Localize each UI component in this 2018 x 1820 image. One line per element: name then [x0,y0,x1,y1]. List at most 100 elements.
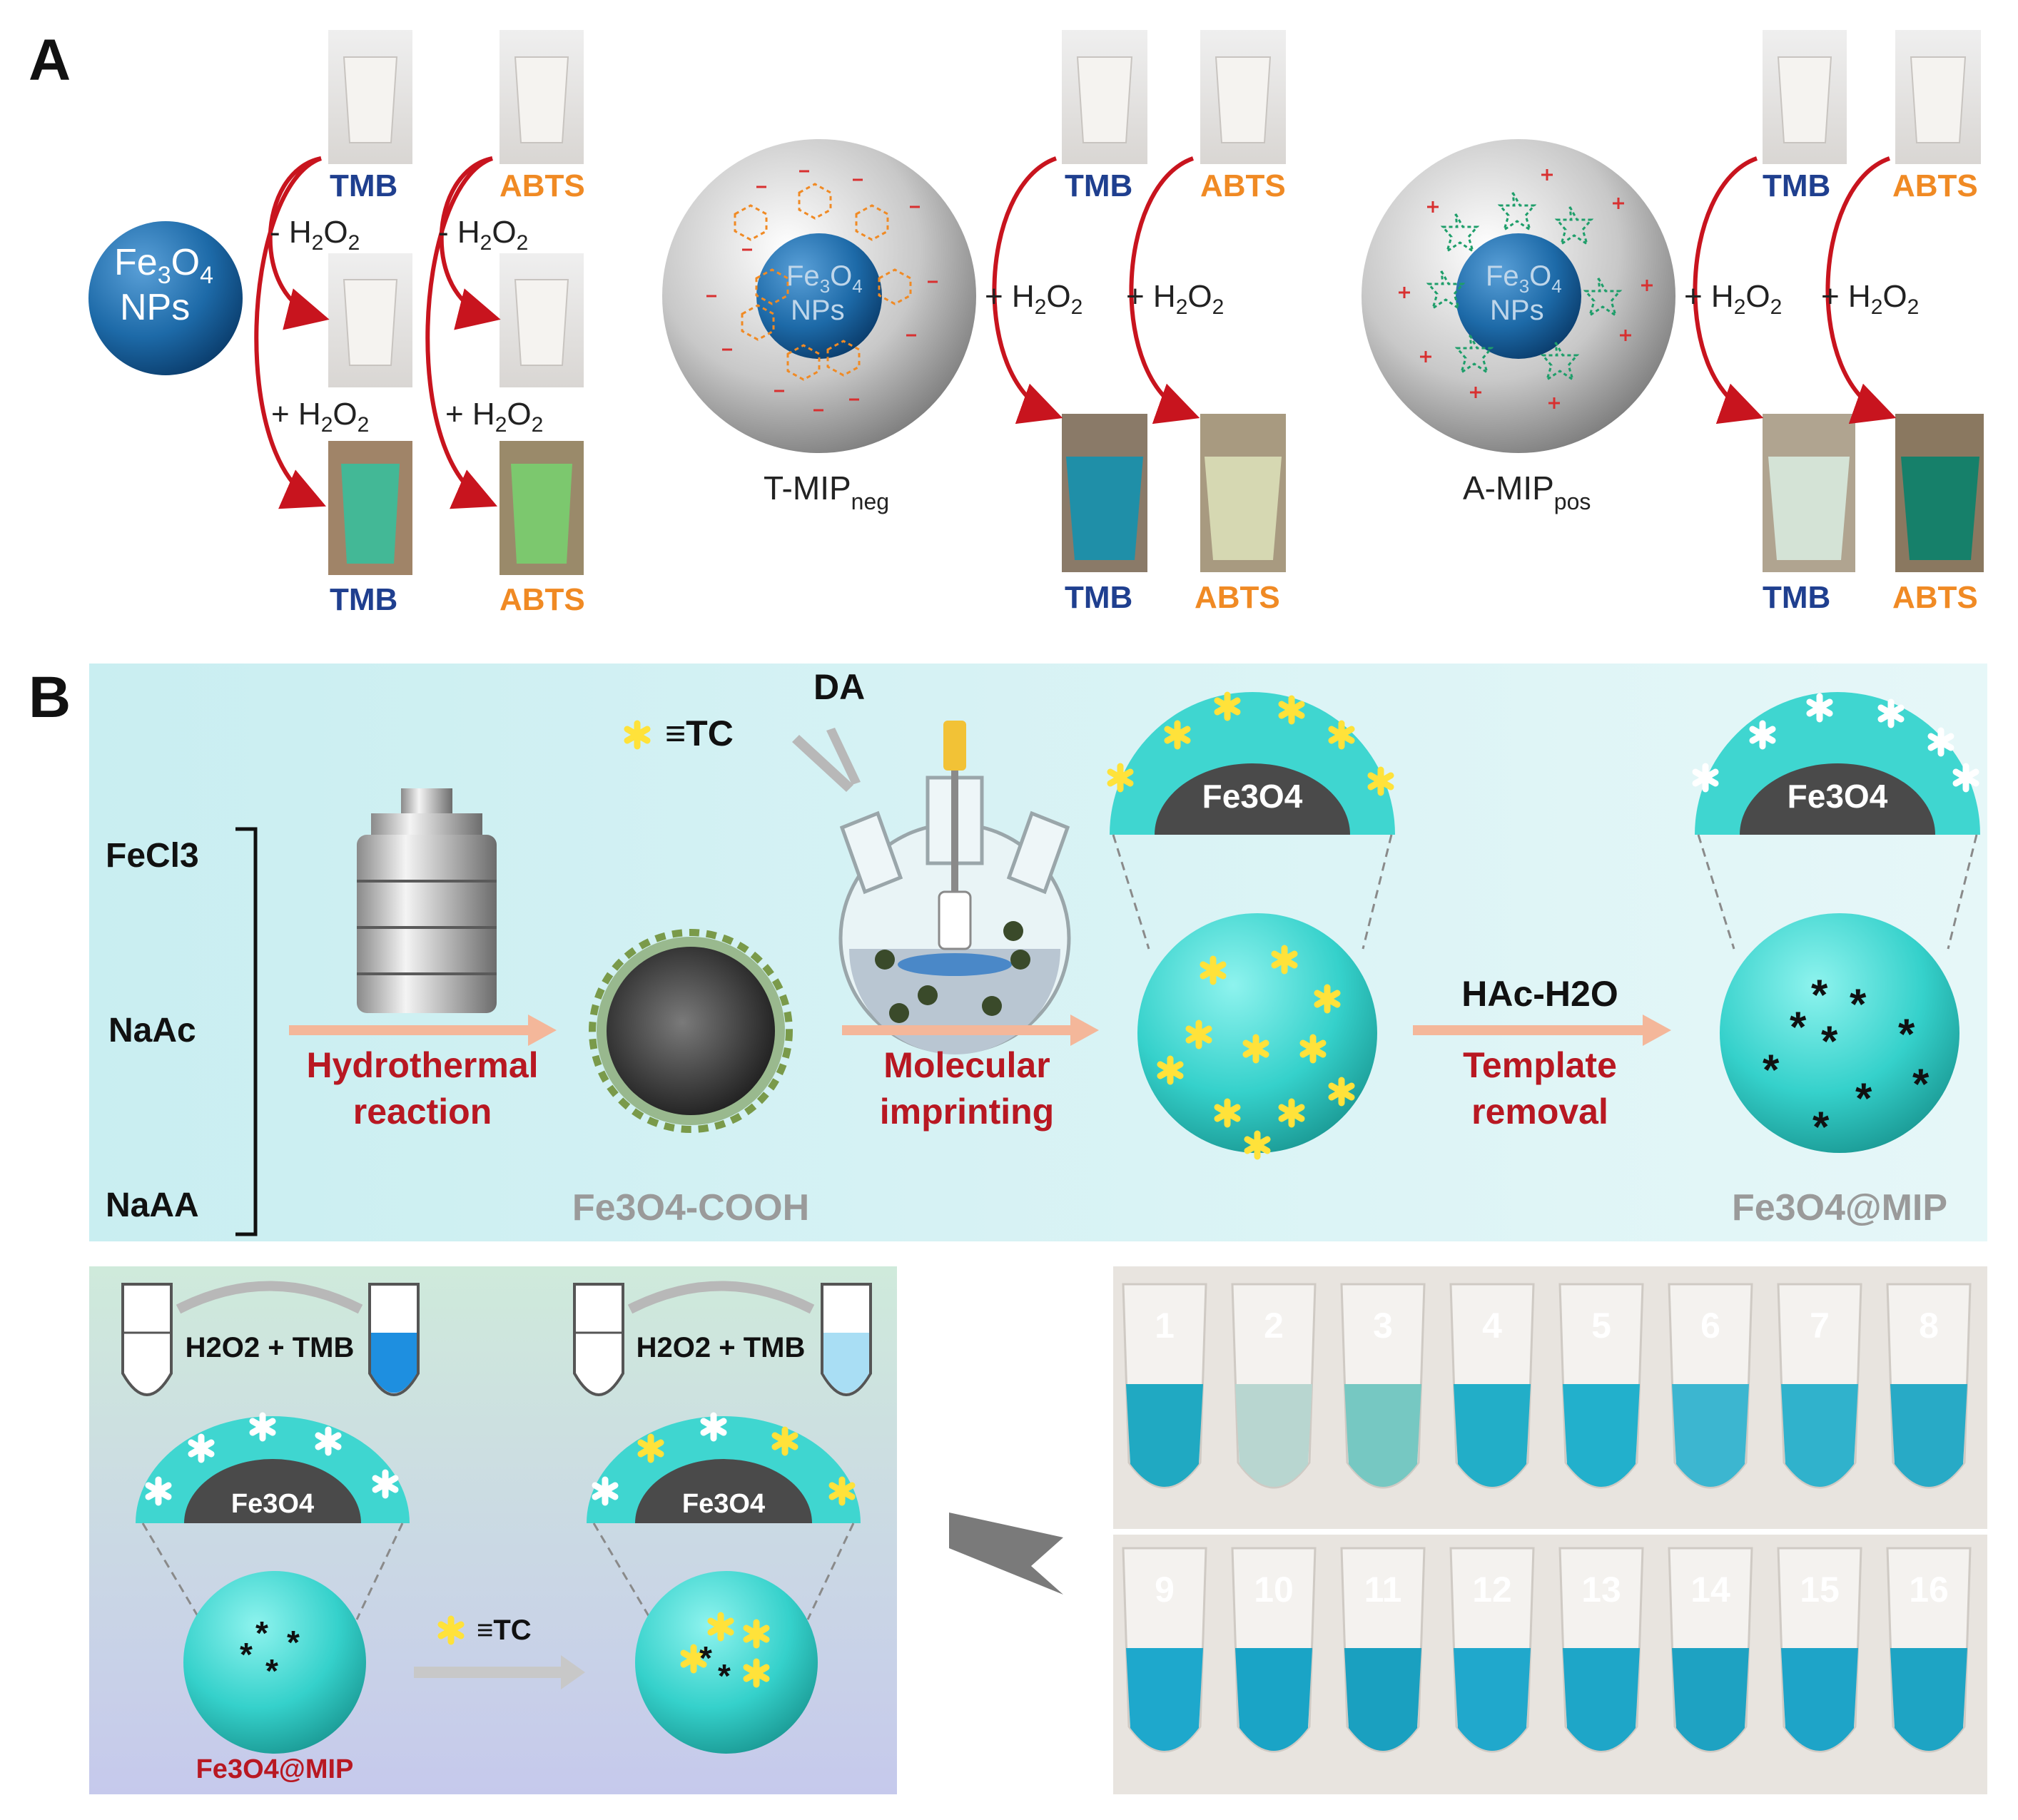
panel-a-label: A [29,28,71,93]
tube-photo [328,253,412,387]
t-mip-neg-sphere: Fe3O4 NPs [662,139,976,453]
da-label: DA [813,667,865,707]
abts-label: ABTS [500,168,585,203]
svg-text:*: * [1898,1010,1915,1058]
svg-text:*: * [699,1639,712,1677]
da-addition-arrows [792,728,861,792]
red-arrows-group3 [1693,156,1897,425]
tube-liquid [1126,1384,1203,1487]
tube-photo [500,253,584,387]
tube-photo [1895,30,1981,164]
tube-icon-pale-blue [821,1283,872,1396]
tube-number: 7 [1810,1306,1830,1346]
a-mip-pos-label: A-MIPpos [1463,469,1591,514]
tube-liquid [1563,1648,1640,1751]
reagent-fecl3: FeCl3 [106,837,199,875]
tube-number: 4 [1482,1306,1502,1346]
svg-text:Fe3O4: Fe3O4 [1486,260,1562,297]
h2o2-tmb-label: H2O2 + TMB [186,1332,355,1363]
imprinting-label: imprinting [880,1092,1054,1132]
three-neck-flask-icon [838,721,1071,1054]
mip-sphere-small: ** ** [183,1571,366,1754]
tube-photo-pale-tmb [1763,414,1855,572]
tc-legend-small: ≡TC [477,1615,532,1646]
svg-text:Fe3O4: Fe3O4 [682,1489,765,1519]
svg-text:*: * [1855,1074,1872,1122]
process-arrow [289,1015,557,1046]
a-mip-pos-sphere: Fe3O4 NPs [1362,139,1675,453]
tmb-label: TMB [1763,168,1830,203]
abts-label: ABTS [1200,168,1286,203]
reaction-label: reaction [353,1092,492,1132]
plus-h2o2-label: + H2O2 [985,279,1082,319]
abts-label: ABTS [1195,580,1280,615]
removal-label: removal [1471,1092,1608,1132]
template-label: Template [1463,1045,1617,1085]
mip-zoom-filled: Fe3O4 [587,1415,861,1620]
nps-label: NPs [120,287,190,328]
tube-liquid [1563,1384,1640,1487]
svg-text:Fe3O4: Fe3O4 [1788,778,1888,815]
svg-text:NPs: NPs [791,295,845,326]
tube-liquid [1781,1384,1858,1487]
tube-liquid [1235,1384,1312,1487]
fe3o4-cooh-label: Fe3O4-COOH [572,1187,809,1229]
tc-legend: ≡TC [665,713,734,753]
process-arrow [842,1015,1099,1046]
tube-liquid [1235,1648,1312,1751]
svg-text:Fe3O4: Fe3O4 [1202,778,1303,815]
tube-liquid [1344,1384,1421,1487]
tube-liquid [1672,1648,1749,1751]
tube-number: 13 [1581,1570,1621,1610]
plus-h2o2-label: + H2O2 [1126,279,1224,319]
tc-addition-arrow [414,1655,585,1689]
svg-text:*: * [1811,971,1828,1019]
svg-text:*: * [718,1657,731,1694]
svg-text:Fe3O4: Fe3O4 [786,260,863,297]
fe3o4-cooh-sphere [589,929,793,1133]
fe3o4-mip-label: Fe3O4@MIP [1732,1187,1947,1229]
tube-photo [1200,30,1286,164]
tube-photo [1763,30,1847,164]
imprinted-sphere-zoom: Fe3O4 [1110,692,1395,950]
mip-zoom-empty: Fe3O4 [136,1415,410,1620]
autoclave-icon [357,788,497,1013]
abts-label: ABTS [500,582,585,617]
tube-liquid [1454,1648,1531,1751]
molecular-label: Molecular [883,1045,1050,1085]
tube-liquid [1126,1648,1203,1751]
abts-label: ABTS [1892,168,1978,203]
svg-text:Fe3O4: Fe3O4 [114,242,213,289]
tube-number: 6 [1700,1306,1720,1346]
reaction-arrow [627,1281,815,1314]
tube-number: 16 [1909,1570,1949,1610]
tube-number: 14 [1690,1570,1730,1610]
red-arrows-group1 [254,156,501,509]
mip-sphere: ** ** ** ** * [1720,913,1959,1153]
tube-liquid [1890,1384,1967,1487]
svg-text:*: * [1821,1017,1838,1065]
tube-photo-blue-tmb [1062,414,1147,572]
tube-photo-green-abts [500,441,584,575]
tube-photo [1062,30,1147,164]
hac-h2o-label: HAc-H2O [1461,974,1618,1014]
plus-h2o2-label: + H2O2 [271,397,369,437]
result-arrow [949,1513,1063,1595]
tube-photo-green-abts [1895,414,1984,572]
tube-number: 8 [1919,1306,1939,1346]
tmb-label: TMB [1065,168,1132,203]
svg-text:*: * [1850,980,1867,1028]
tube-liquid [1781,1648,1858,1751]
tube-icon-blue [368,1283,420,1396]
svg-text:*: * [1912,1060,1930,1108]
tmb-label: TMB [1065,580,1132,615]
svg-text:*: * [287,1624,300,1661]
imprinted-sphere [1137,913,1377,1156]
svg-text:NPs: NPs [1490,295,1544,326]
tube-icon-empty [573,1283,624,1396]
reagent-naac: NaAc [108,1012,196,1049]
svg-text:*: * [1790,1003,1807,1051]
mip-sphere-small-bound: ** [635,1571,818,1754]
